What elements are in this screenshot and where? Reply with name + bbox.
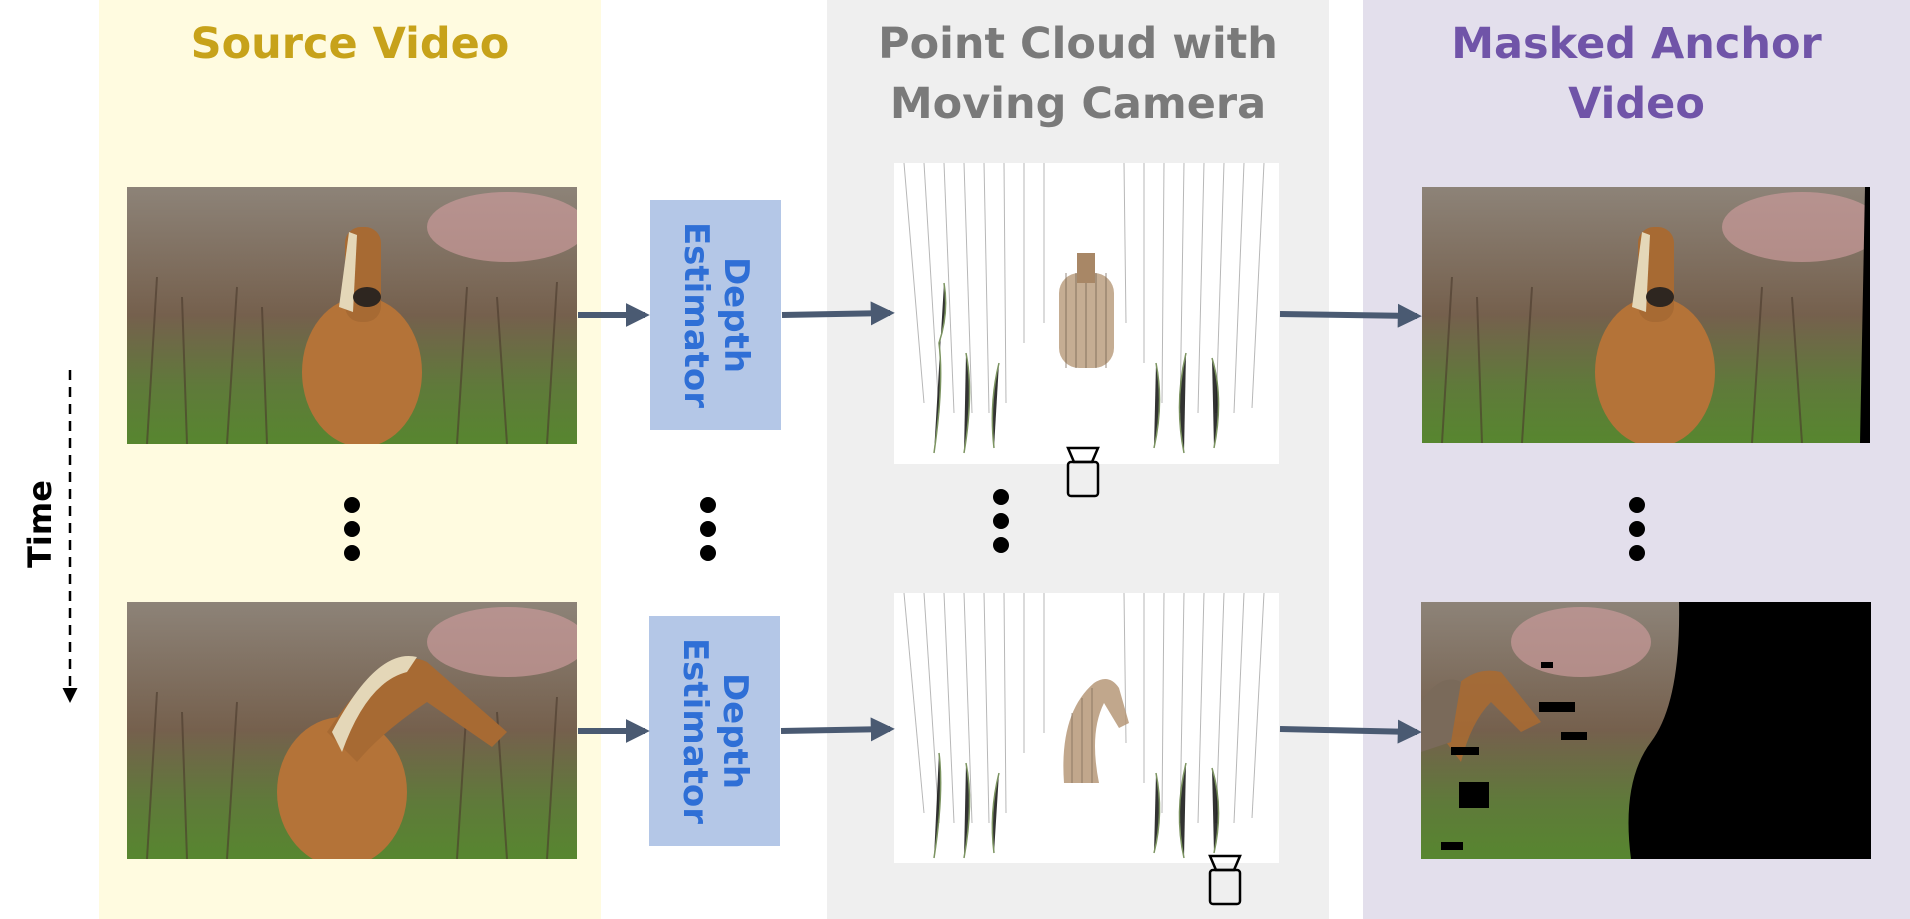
- depth-estimator-top: Depth Estimator: [650, 200, 781, 430]
- camera-icon-top: [1066, 446, 1100, 498]
- masked-anchor-heading-line1: Masked Anchor: [1451, 19, 1822, 69]
- depth-ellipsis-dot-2: [700, 521, 716, 537]
- masked-frame-top: [1422, 187, 1870, 443]
- point-cloud-heading-line1: Point Cloud with: [878, 19, 1278, 69]
- source-ellipsis-dot-3: [344, 545, 360, 561]
- point-cloud-ellipsis-dot-2: [993, 513, 1009, 529]
- depth-estimator-bottom: Depth Estimator: [649, 616, 780, 846]
- point-cloud-heading-line2: Moving Camera: [889, 79, 1267, 129]
- depth-ellipsis-dot-1: [700, 497, 716, 513]
- arrow-cloud-to-masked-top: [1279, 303, 1422, 328]
- point-cloud-frame-bottom: [894, 593, 1279, 863]
- depth-ellipsis-dot-3: [700, 545, 716, 561]
- arrow-depth-to-cloud-top: [781, 301, 895, 326]
- source-frame-top: [127, 187, 577, 444]
- masked-anchor-heading: Masked Anchor Video: [1363, 14, 1910, 134]
- point-cloud-ellipsis-dot-1: [993, 489, 1009, 505]
- source-video-heading-text: Source Video: [190, 19, 510, 69]
- masked-ellipsis-dot-3: [1629, 545, 1645, 561]
- time-label: Time: [21, 480, 59, 568]
- point-cloud-ellipsis-dot-3: [993, 537, 1009, 553]
- camera-icon-bottom: [1208, 854, 1242, 906]
- masked-anchor-heading-line2: Video: [1568, 79, 1705, 129]
- arrow-cloud-to-masked-bottom: [1279, 719, 1422, 744]
- point-cloud-heading: Point Cloud with Moving Camera: [827, 14, 1329, 134]
- source-frame-bottom: [127, 602, 577, 859]
- masked-ellipsis-dot-2: [1629, 521, 1645, 537]
- masked-ellipsis-dot-1: [1629, 497, 1645, 513]
- arrow-depth-to-cloud-bottom: [780, 717, 895, 742]
- masked-frame-bottom: [1421, 602, 1871, 859]
- source-ellipsis-dot-2: [344, 521, 360, 537]
- point-cloud-frame-top: [894, 163, 1279, 464]
- source-ellipsis-dot-1: [344, 497, 360, 513]
- source-video-heading: Source Video: [99, 14, 601, 74]
